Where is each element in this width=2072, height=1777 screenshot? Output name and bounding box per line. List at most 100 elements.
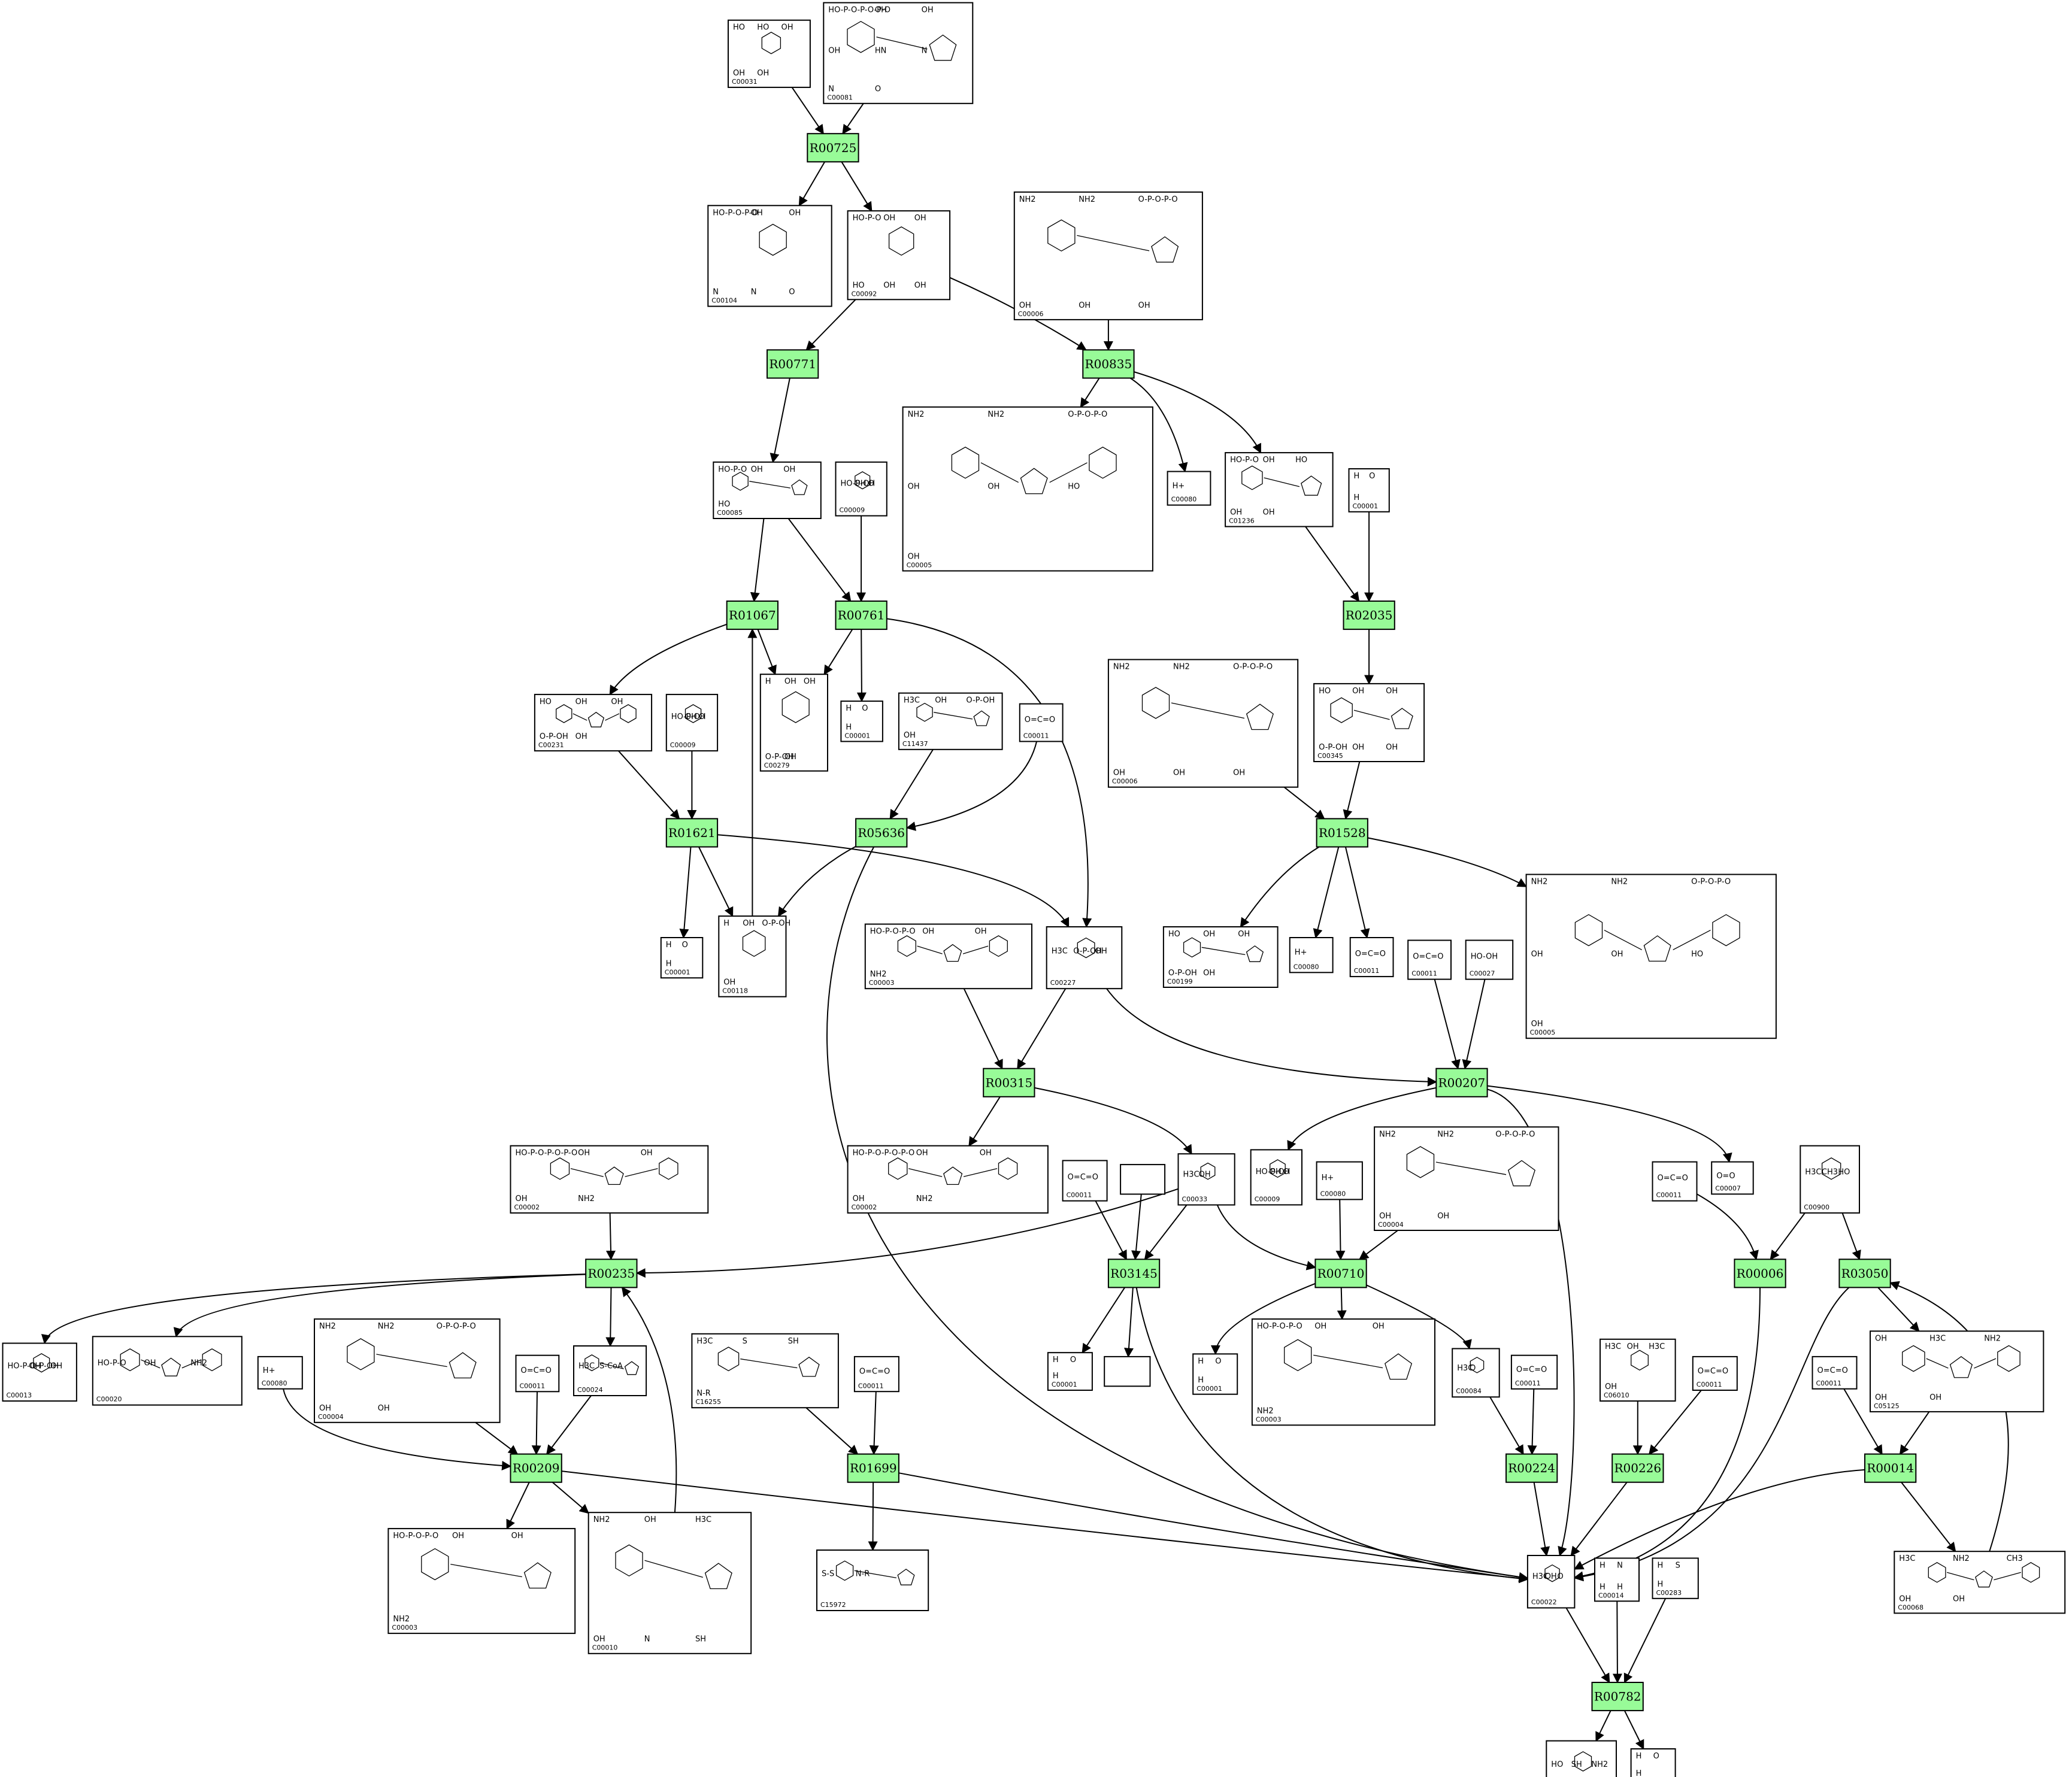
reaction-node-r00771[interactable]: R00771	[767, 349, 819, 379]
reaction-node-r00835[interactable]: R00835	[1082, 349, 1135, 379]
reaction-node-r00782[interactable]: R00782	[1591, 1682, 1644, 1712]
reaction-node-r01067[interactable]: R01067	[726, 601, 778, 630]
reaction-id-label: R01621	[668, 826, 716, 840]
compound-box	[1374, 1126, 1559, 1232]
reaction-node-r00209[interactable]: R00209	[510, 1453, 562, 1483]
reaction-node-r00014[interactable]: R00014	[1864, 1453, 1917, 1483]
reaction-node-r01621[interactable]: R01621	[665, 818, 719, 848]
reaction-node-r03050[interactable]: R03050	[1838, 1259, 1891, 1288]
edge-C00033-to-R00235	[635, 1188, 1179, 1278]
reaction-node-r02035[interactable]: R02035	[1343, 601, 1395, 630]
reaction-node-r00725[interactable]: R00725	[807, 133, 859, 163]
structure-label: CH3	[2007, 1554, 2023, 1563]
reaction-node-r00315[interactable]: R00315	[983, 1068, 1035, 1097]
compound-id-label: C00033	[1182, 1195, 1208, 1203]
reaction-node-r00235[interactable]: R00235	[585, 1259, 638, 1288]
reaction-node-r00207[interactable]: R00207	[1435, 1068, 1488, 1097]
compound-node-empty[interactable]	[1104, 1356, 1151, 1387]
compound-node-c00097[interactable]: C00097HOSHNH2	[1546, 1740, 1617, 1777]
structure-label: OH	[1263, 456, 1275, 465]
reaction-node-r01528[interactable]: R01528	[1316, 818, 1368, 848]
compound-box	[515, 1354, 560, 1393]
ring-bond	[1246, 703, 1274, 730]
reaction-node-r03145[interactable]: R03145	[1107, 1259, 1161, 1288]
reaction-node-r05636[interactable]: R05636	[855, 818, 908, 848]
reaction-node-r00006[interactable]: R00006	[1734, 1259, 1786, 1288]
chain-bond	[876, 37, 928, 50]
reaction-node-r01699[interactable]: R01699	[847, 1453, 899, 1483]
reaction-node-r00226[interactable]: R00226	[1611, 1453, 1664, 1483]
compound-node-empty[interactable]	[1120, 1164, 1166, 1195]
reaction-node-r00761[interactable]: R00761	[835, 601, 887, 630]
ring-bond	[33, 1353, 50, 1373]
reaction-node-r00710[interactable]: R00710	[1314, 1259, 1367, 1288]
structure-label: H3C	[1052, 947, 1068, 956]
reaction-node-r00224[interactable]: R00224	[1505, 1453, 1558, 1483]
